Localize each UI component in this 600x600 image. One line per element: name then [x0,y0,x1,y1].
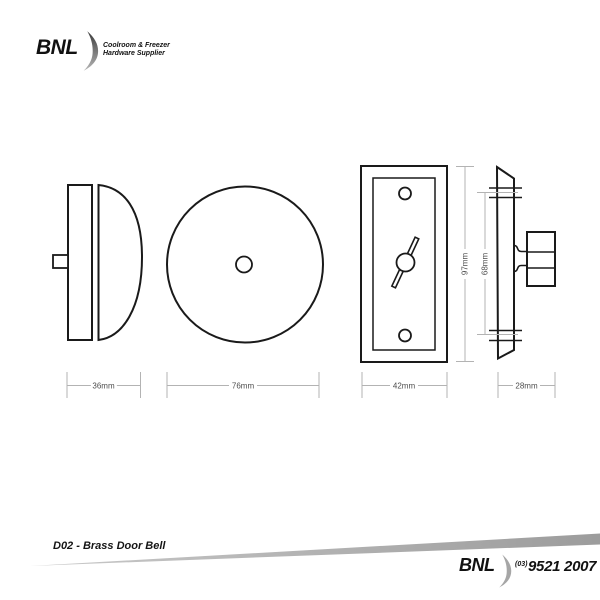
swoosh-icon [83,31,99,71]
phone-number: 9521 2007 [528,558,597,575]
button-neck-upper [513,244,527,253]
dim-76mm [166,372,320,398]
bell-dome-profile [97,183,144,342]
product-title: D02 - Brass Door Bell [53,540,166,552]
dim-label-plate-height: 97mm [460,250,470,277]
footer-wedge-stripe [30,533,600,566]
screw-hole-bottom [398,328,412,343]
button-knob [526,231,556,287]
plate-side-view [489,165,556,361]
phone-area-code: (03) [515,561,528,568]
dim-label-hole-spacing: 68mm [480,250,490,277]
dim-28mm [497,372,556,398]
twist-lever [390,236,420,289]
plate-front-view [360,165,448,363]
brand-wordmark-footer: BNL [459,555,495,575]
mounting-screws [489,187,522,342]
brand-tagline-line2: Hardware Supplier [103,49,165,57]
bell-striker-tab [52,254,69,269]
bell-center-boss [235,255,253,274]
dim-68mm [477,192,518,335]
dim-42mm [361,372,448,398]
brand-tagline-line1: Coolroom & Freezer [103,42,170,49]
bell-base-plate [67,184,93,341]
plate-profile [495,165,515,361]
dim-label-assembly-depth: 28mm [513,381,540,390]
dim-97mm [456,166,474,362]
swoosh-icon [499,554,512,588]
lever-hub [395,252,416,273]
dim-label-plate-width: 42mm [390,381,418,390]
brand-wordmark: BNL [36,36,78,59]
dim-36mm [66,372,141,398]
dimension-lines [66,166,556,398]
dim-label-bell-diameter: 76mm [229,381,257,390]
bell-front-view [166,185,324,344]
brand-logo-top: BNL Coolroom & Freezer Hardware Supplier [36,30,176,76]
bell-side-view [52,183,144,342]
screw-hole-top [398,186,412,201]
button-neck-lower [513,264,527,273]
brand-logo-bottom: BNL (03) 9521 2007 [459,552,599,594]
dim-label-bell-depth: 36mm [90,381,117,390]
brand-tagline: Coolroom & Freezer Hardware Supplier [103,42,170,57]
